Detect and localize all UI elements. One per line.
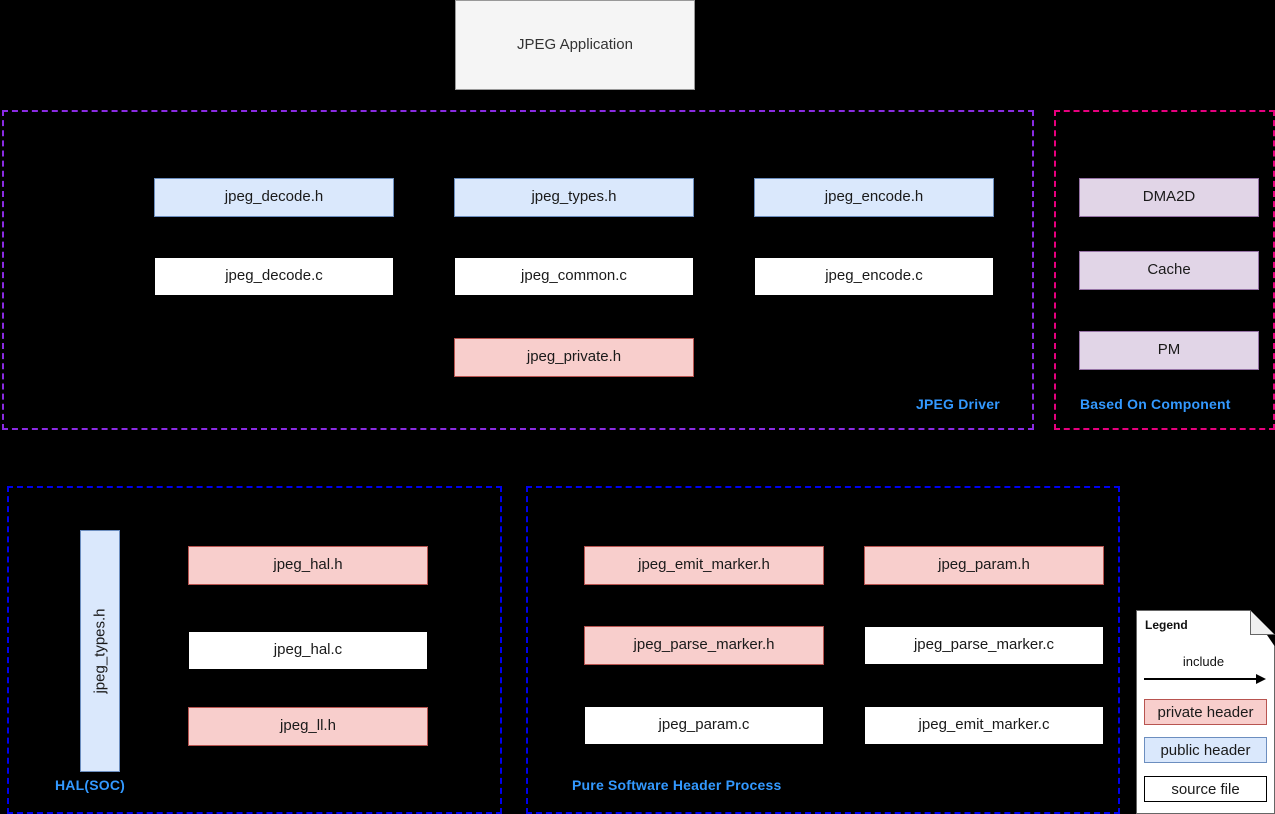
node-jpeg-emit-marker-h[interactable]: jpeg_emit_marker.h: [584, 546, 824, 585]
node-jpeg-application[interactable]: JPEG Application: [455, 0, 695, 90]
node-cache[interactable]: Cache: [1079, 251, 1259, 290]
node-label: jpeg_parse_marker.c: [913, 636, 1055, 654]
node-label: jpeg_encode.h: [824, 188, 924, 206]
legend-swatch-label: private header: [1157, 703, 1254, 721]
node-label: jpeg_common.c: [521, 267, 627, 285]
node-label: jpeg_encode.c: [825, 267, 923, 285]
legend-swatch-label: source file: [1171, 780, 1240, 798]
legend-swatch-source-file: source file: [1144, 776, 1267, 802]
node-label: jpeg_decode.c: [225, 267, 323, 285]
node-label: jpeg_param.h: [938, 556, 1030, 574]
group-label-hal-soc: HAL(SOC): [55, 777, 126, 793]
group-hal-soc: [7, 486, 502, 814]
node-pm[interactable]: PM: [1079, 331, 1259, 370]
legend-title: Legend: [1145, 618, 1188, 632]
node-label: DMA2D: [1142, 188, 1196, 206]
folded-corner-icon: [1250, 610, 1275, 635]
node-label: jpeg_decode.h: [224, 188, 324, 206]
node-dma2d[interactable]: DMA2D: [1079, 178, 1259, 217]
node-label: jpeg_ll.h: [280, 717, 336, 735]
node-jpeg-hal-h[interactable]: jpeg_hal.h: [188, 546, 428, 585]
node-jpeg-parse-marker-h[interactable]: jpeg_parse_marker.h: [584, 626, 824, 665]
legend: Legend include private header public hea…: [1136, 610, 1275, 814]
node-jpeg-decode-c[interactable]: jpeg_decode.c: [154, 257, 394, 296]
node-label: jpeg_emit_marker.h: [638, 556, 770, 574]
node-label: PM: [1157, 341, 1181, 359]
node-label: jpeg_hal.h: [273, 556, 343, 574]
node-label: jpeg_types.h: [91, 608, 109, 694]
node-label: JPEG Application: [517, 35, 633, 53]
node-label: Cache: [1147, 261, 1191, 279]
node-jpeg-param-h[interactable]: jpeg_param.h: [864, 546, 1104, 585]
node-jpeg-emit-marker-c[interactable]: jpeg_emit_marker.c: [864, 706, 1104, 745]
node-jpeg-private-h[interactable]: jpeg_private.h: [454, 338, 694, 377]
node-jpeg-types-h[interactable]: jpeg_types.h: [454, 178, 694, 217]
group-label-jpeg-driver: JPEG Driver: [916, 396, 1000, 412]
group-pure-software: [526, 486, 1120, 814]
legend-swatch-label: public header: [1160, 741, 1251, 759]
node-jpeg-hal-c[interactable]: jpeg_hal.c: [188, 631, 428, 670]
legend-swatch-private-header: private header: [1144, 699, 1267, 725]
node-label: jpeg_hal.c: [273, 641, 343, 659]
node-jpeg-types-h-hal[interactable]: jpeg_types.h: [80, 530, 120, 772]
group-jpeg-driver: [2, 110, 1034, 430]
include-arrow-icon: [1144, 672, 1266, 684]
node-jpeg-parse-marker-c[interactable]: jpeg_parse_marker.c: [864, 626, 1104, 665]
node-jpeg-decode-h[interactable]: jpeg_decode.h: [154, 178, 394, 217]
node-jpeg-common-c[interactable]: jpeg_common.c: [454, 257, 694, 296]
group-label-based-on-component: Based On Component: [1080, 396, 1231, 412]
node-jpeg-encode-h[interactable]: jpeg_encode.h: [754, 178, 994, 217]
node-jpeg-ll-h[interactable]: jpeg_ll.h: [188, 707, 428, 746]
node-label: jpeg_private.h: [526, 348, 622, 366]
node-label: jpeg_param.c: [658, 716, 750, 734]
node-label: jpeg_parse_marker.h: [633, 636, 775, 654]
node-label: jpeg_types.h: [531, 188, 617, 206]
group-based-on-component: [1054, 110, 1275, 430]
group-label-pure-software: Pure Software Header Process: [572, 777, 782, 793]
node-jpeg-param-c[interactable]: jpeg_param.c: [584, 706, 824, 745]
legend-arrow-label: include: [1182, 654, 1225, 669]
node-label: jpeg_emit_marker.c: [918, 716, 1050, 734]
legend-swatch-public-header: public header: [1144, 737, 1267, 763]
node-jpeg-encode-c[interactable]: jpeg_encode.c: [754, 257, 994, 296]
